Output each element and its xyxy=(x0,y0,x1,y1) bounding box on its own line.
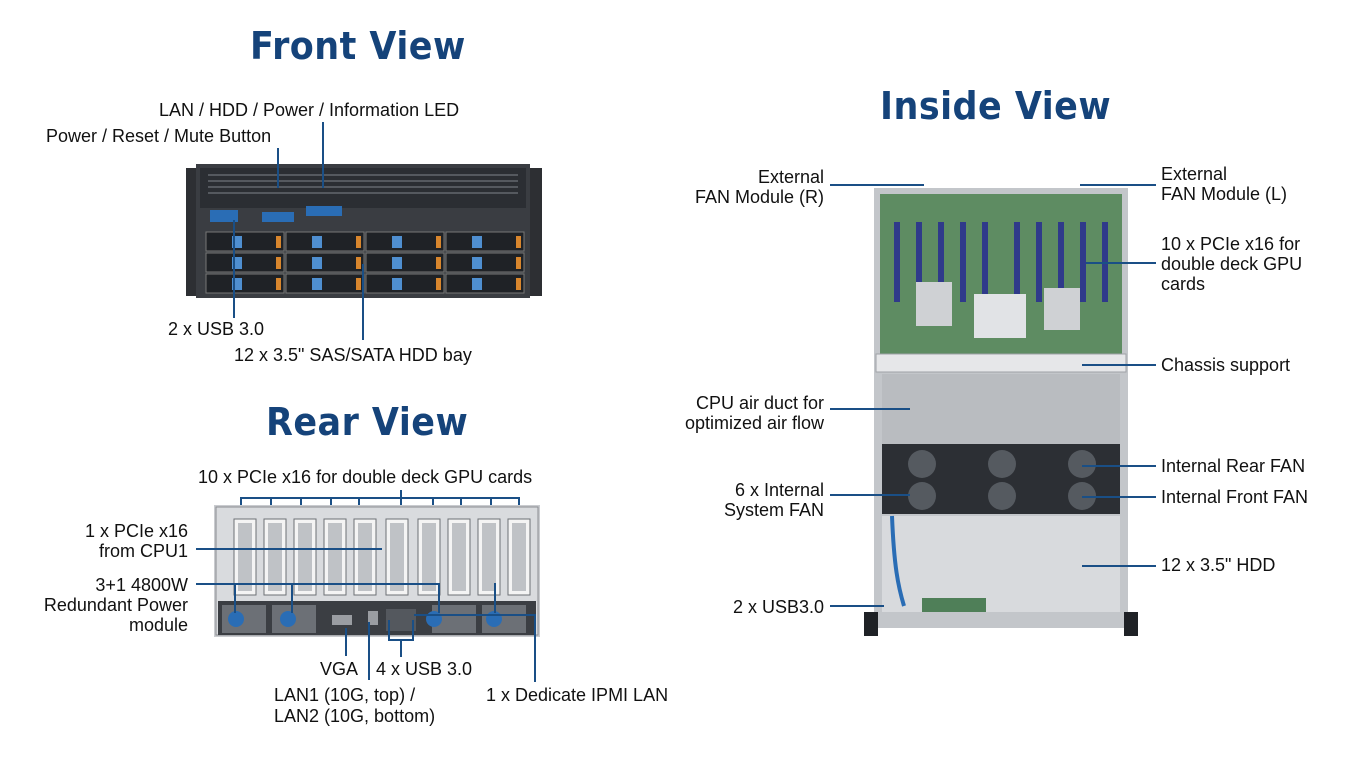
rear-pcie-label: 10 x PCIe x16 for double deck GPU cards xyxy=(198,467,533,487)
inside-pcie-label-3: cards xyxy=(1161,274,1206,294)
front-hdd-callout xyxy=(362,264,364,340)
rear-cpu-pcie-label-1: 1 x PCIe x16 xyxy=(84,521,188,541)
rear-psu-tick-4 xyxy=(494,583,496,613)
front-usb-callout xyxy=(233,220,235,318)
front-hdd-label: 12 x 3.5" SAS/SATA HDD bay xyxy=(234,345,472,365)
inside-chassis-support-label: Chassis support xyxy=(1161,355,1291,375)
inside-fan-r-label-1: External xyxy=(757,167,824,187)
front-view-title: Front View xyxy=(250,24,466,68)
inside-fan-r-label-2: FAN Module (R) xyxy=(694,187,824,207)
inside-usb-callout xyxy=(830,605,884,607)
rear-cpu-pcie-callout xyxy=(196,548,382,550)
rear-lan-label-2: LAN2 (10G, bottom) xyxy=(274,706,436,726)
rear-view-title: Rear View xyxy=(266,400,469,444)
inside-hdd-callout xyxy=(1082,565,1156,567)
inside-fan-r-callout xyxy=(830,184,924,186)
rear-psu-label-3: module xyxy=(128,615,188,635)
inside-fan-l-label-2: FAN Module (L) xyxy=(1161,184,1288,204)
inside-rear-fan-callout xyxy=(1082,465,1156,467)
inside-duct-label-2: optimized air flow xyxy=(684,413,824,433)
rear-psu-tick-3 xyxy=(438,583,440,613)
inside-usb-label: 2 x USB3.0 xyxy=(732,597,824,617)
rear-usb-callout-b xyxy=(412,620,414,640)
rear-lan-callout xyxy=(368,622,370,680)
rear-ipmi-label: 1 x Dedicate IPMI LAN xyxy=(486,685,669,705)
rear-pcie-bracket xyxy=(240,497,520,499)
rear-usb-callout-a xyxy=(388,620,390,640)
front-led-callout xyxy=(322,122,324,188)
front-button-label: Power / Reset / Mute Button xyxy=(46,126,272,146)
inside-view-title: Inside View xyxy=(880,84,1112,128)
rear-psu-tick-2 xyxy=(291,583,293,613)
inside-sys-fan-label-1: 6 x Internal xyxy=(734,480,824,500)
rear-lan-label-1: LAN1 (10G, top) / xyxy=(274,685,416,705)
inside-fan-l-label-1: External xyxy=(1161,164,1228,184)
rear-psu-label-2: Redundant Power xyxy=(43,595,188,615)
rear-vga-label: VGA xyxy=(320,659,359,679)
inside-sys-fan-label-2: System FAN xyxy=(723,500,824,520)
front-led-label: LAN / HDD / Power / Information LED xyxy=(159,100,460,120)
front-button-callout xyxy=(277,148,279,188)
inside-pcie-label-1: 10 x PCIe x16 for xyxy=(1161,234,1301,254)
rear-usb-label: 4 x USB 3.0 xyxy=(376,659,473,679)
rear-psu-label-1: 3+1 4800W xyxy=(95,575,188,595)
inside-duct-label-1: CPU air duct for xyxy=(695,393,824,413)
inside-front-fan-callout xyxy=(1082,496,1156,498)
inside-hdd-label: 12 x 3.5" HDD xyxy=(1161,555,1276,575)
inside-chassis-image xyxy=(864,188,1138,636)
inside-sys-fan-callout xyxy=(830,494,910,496)
inside-fan-l-callout xyxy=(1080,184,1156,186)
rear-cpu-pcie-label-2: from CPU1 xyxy=(98,541,188,561)
front-chassis-image xyxy=(186,164,542,298)
rear-ipmi-callout-b xyxy=(534,614,536,682)
rear-vga-callout xyxy=(345,628,347,656)
rear-usb-callout-d xyxy=(400,639,402,657)
rear-chassis-image xyxy=(214,505,540,637)
rear-ipmi-callout-a xyxy=(414,614,536,616)
inside-chassis-support-callout xyxy=(1082,364,1156,366)
inside-pcie-callout xyxy=(1086,262,1156,264)
rear-psu-tick-1 xyxy=(234,583,236,613)
inside-duct-callout xyxy=(830,408,910,410)
rear-psu-callout xyxy=(196,583,440,585)
inside-pcie-label-2: double deck GPU xyxy=(1161,254,1303,274)
front-usb-label: 2 x USB 3.0 xyxy=(168,319,265,339)
inside-front-fan-label: Internal Front FAN xyxy=(1161,487,1309,507)
inside-rear-fan-label: Internal Rear FAN xyxy=(1161,456,1306,476)
